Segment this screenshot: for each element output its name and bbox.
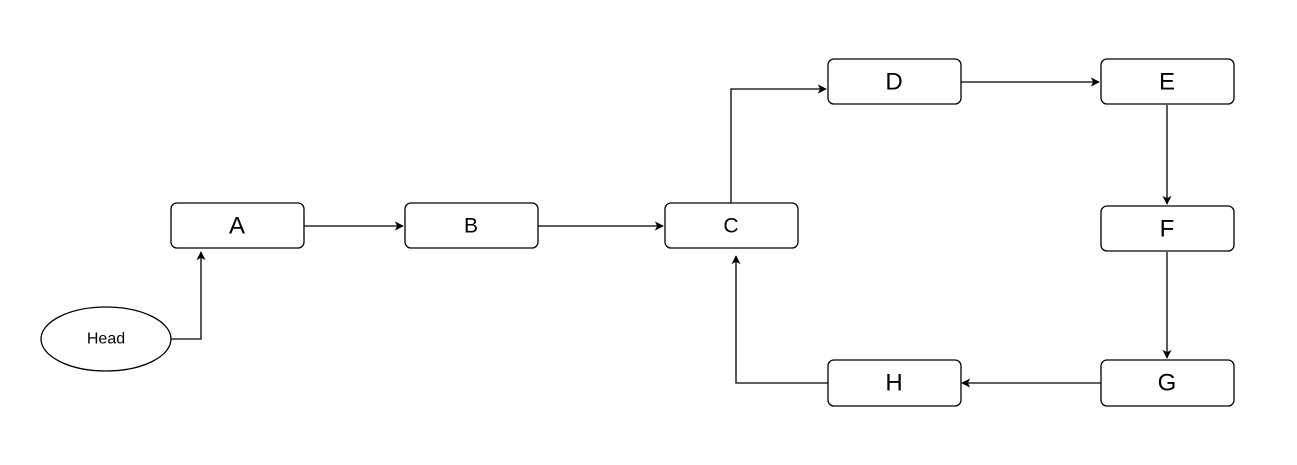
node-h-label: H (885, 370, 902, 397)
node-b-label: B (464, 215, 478, 238)
node-g: G (1100, 359, 1235, 407)
node-a-label: A (229, 213, 245, 240)
node-d-label: D (885, 69, 902, 96)
edge-c-to-d (730, 84, 827, 203)
edge-head-to-a (171, 251, 206, 340)
node-d: D (827, 58, 962, 105)
node-g-label: G (1158, 370, 1177, 397)
node-f-label: F (1160, 216, 1175, 243)
node-h: H (827, 359, 962, 407)
node-c: C (664, 202, 799, 249)
head-node: Head (40, 306, 172, 372)
node-c-label: C (723, 215, 738, 238)
edge-h-to-c (731, 255, 828, 384)
head-label: Head (87, 331, 125, 348)
node-a: A (170, 202, 305, 249)
node-e-label: E (1159, 69, 1175, 96)
node-b: B (404, 202, 539, 249)
node-e: E (1100, 58, 1235, 105)
node-f: F (1100, 205, 1235, 252)
